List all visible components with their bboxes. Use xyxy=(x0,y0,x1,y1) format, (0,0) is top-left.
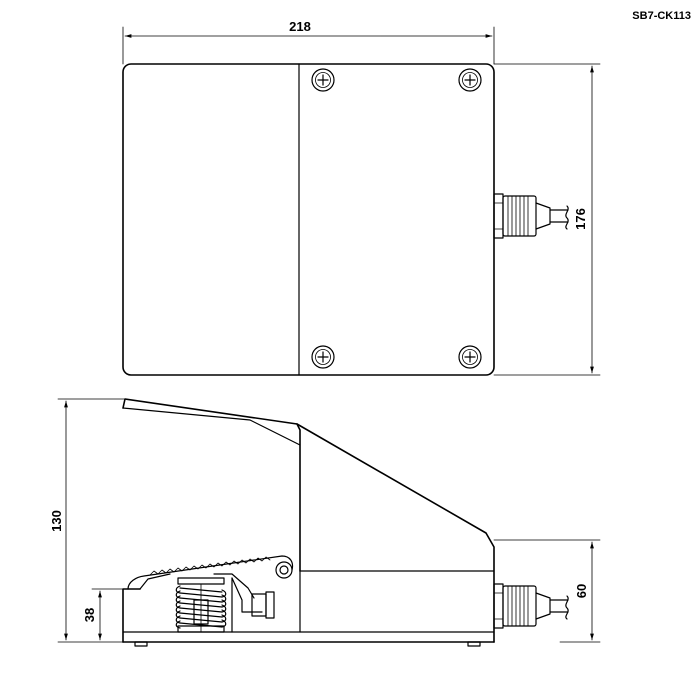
base-front xyxy=(122,588,141,643)
height-label: 130 xyxy=(49,510,64,532)
cable-gland-icon xyxy=(493,583,569,629)
cable-height-label: 60 xyxy=(574,584,589,598)
screw-icon xyxy=(311,68,335,92)
pedal-lid-inner xyxy=(122,407,301,446)
height-dimension: 130 xyxy=(49,398,125,643)
top-housing xyxy=(122,63,495,376)
ratchet-lever xyxy=(127,555,294,633)
side-view: 130 38 xyxy=(49,398,601,647)
cable-gland-icon xyxy=(493,193,569,239)
screw-icon xyxy=(458,68,482,92)
top-view: 218 xyxy=(122,19,601,376)
screw-icon xyxy=(311,345,335,369)
foot xyxy=(134,641,148,647)
model-code: SB7-CK113 xyxy=(632,10,691,22)
housing-back xyxy=(296,423,495,643)
screw-icon xyxy=(458,345,482,369)
width-label: 218 xyxy=(289,19,311,34)
pedal-lid xyxy=(122,398,301,572)
depth-label: 176 xyxy=(573,208,588,230)
base-height-label: 38 xyxy=(82,608,97,622)
spring-icon xyxy=(175,577,227,633)
foot xyxy=(467,641,481,647)
cable-height-dimension: 60 xyxy=(493,539,601,643)
width-dimension: 218 xyxy=(122,19,495,65)
depth-dimension: 176 xyxy=(493,63,601,376)
base-height-dimension: 38 xyxy=(82,588,129,641)
